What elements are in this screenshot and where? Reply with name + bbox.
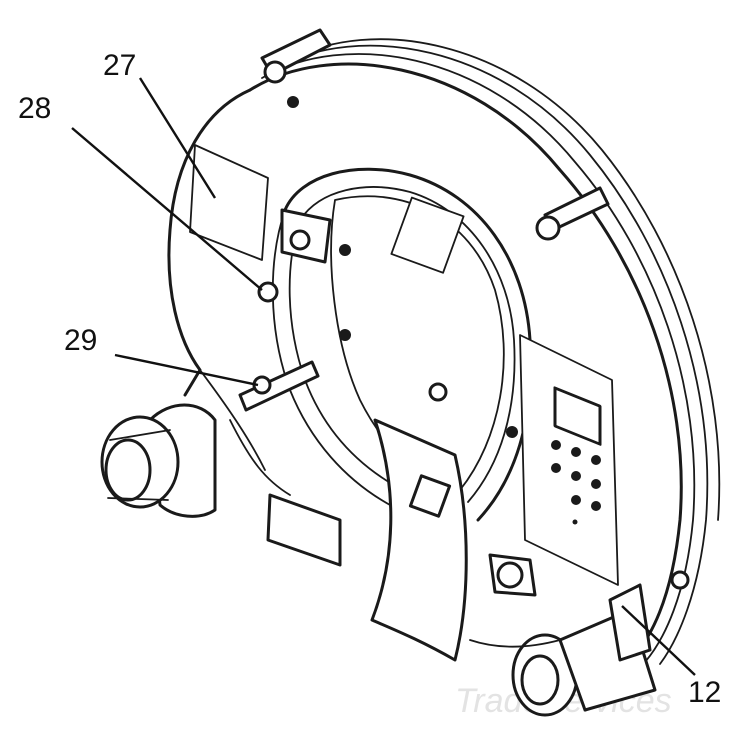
leader-line-28 [71,127,263,291]
callout-label-27: 27 [103,49,136,82]
callout-label-12: 12 [688,676,721,709]
callout-28: 28 [18,92,263,291]
leader-line-12 [621,605,696,676]
leader-line-27 [138,77,217,199]
callout-label-29: 29 [64,324,97,357]
left-flange [100,403,217,518]
keypad [551,440,601,525]
leader-line-29 [114,353,259,387]
callout-29: 29 [64,324,259,387]
callout-27: 27 [103,49,217,199]
boiler-housing [100,28,721,717]
callout-12: 12 [621,605,721,709]
callout-label-28: 28 [18,92,51,125]
